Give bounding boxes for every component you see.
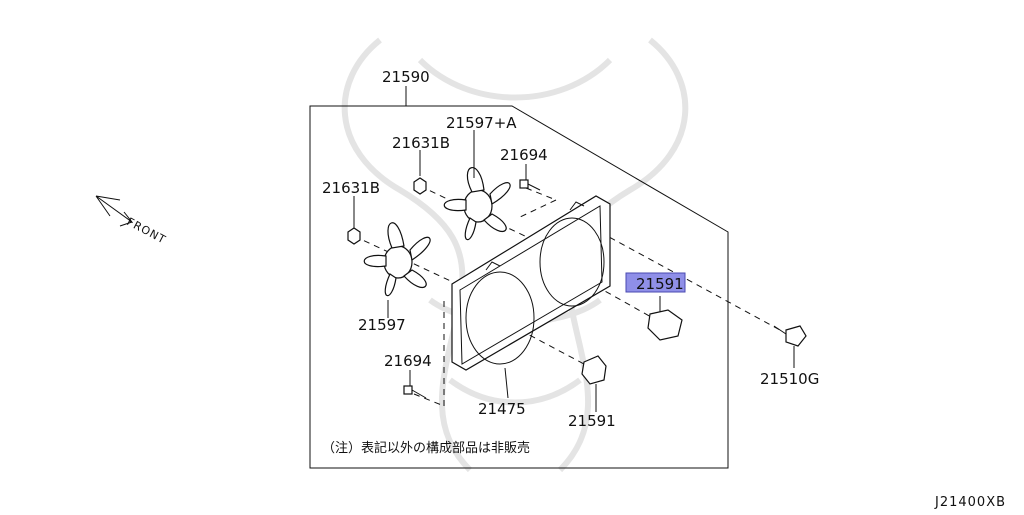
fan-shroud-21475 [451, 195, 611, 399]
label-21694-top[interactable]: 21694 [500, 146, 548, 164]
label-21590[interactable]: 21590 [382, 68, 430, 86]
bolt-21694-bottom [403, 385, 427, 399]
fan-21597-a [443, 167, 511, 241]
front-arrow-icon [95, 195, 133, 227]
assembly-outline [309, 105, 729, 469]
label-21591-bottom[interactable]: 21591 [568, 412, 616, 430]
leader-lines [353, 130, 527, 386]
assembly-dashed-lines [353, 185, 781, 407]
label-21631b-left[interactable]: 21631B [322, 179, 380, 197]
nut-21631b-top [413, 177, 427, 195]
bolt-21694-top [519, 179, 541, 191]
note-text: （注）表記以外の構成部品は非販売 [322, 440, 530, 456]
motor-21591-right [647, 296, 683, 341]
motor-21591-bottom [581, 355, 607, 412]
label-21631b-top[interactable]: 21631B [392, 134, 450, 152]
bolt-21510g [773, 325, 807, 368]
diagram-code: J21400XB [934, 495, 1006, 510]
label-21510g[interactable]: 21510G [760, 370, 819, 388]
fan-21597 [363, 222, 431, 297]
nut-21631b-left [347, 227, 361, 245]
label-21597[interactable]: 21597 [358, 316, 406, 334]
watermark-emblem [341, 37, 689, 473]
label-21591-highlighted[interactable]: 21591 [636, 275, 684, 293]
highlight-21591 [625, 272, 686, 293]
label-21597-a[interactable]: 21597+A [446, 114, 517, 132]
front-label: FRONT [125, 215, 169, 246]
label-21694-bottom[interactable]: 21694 [384, 352, 432, 370]
label-21475[interactable]: 21475 [478, 400, 526, 418]
